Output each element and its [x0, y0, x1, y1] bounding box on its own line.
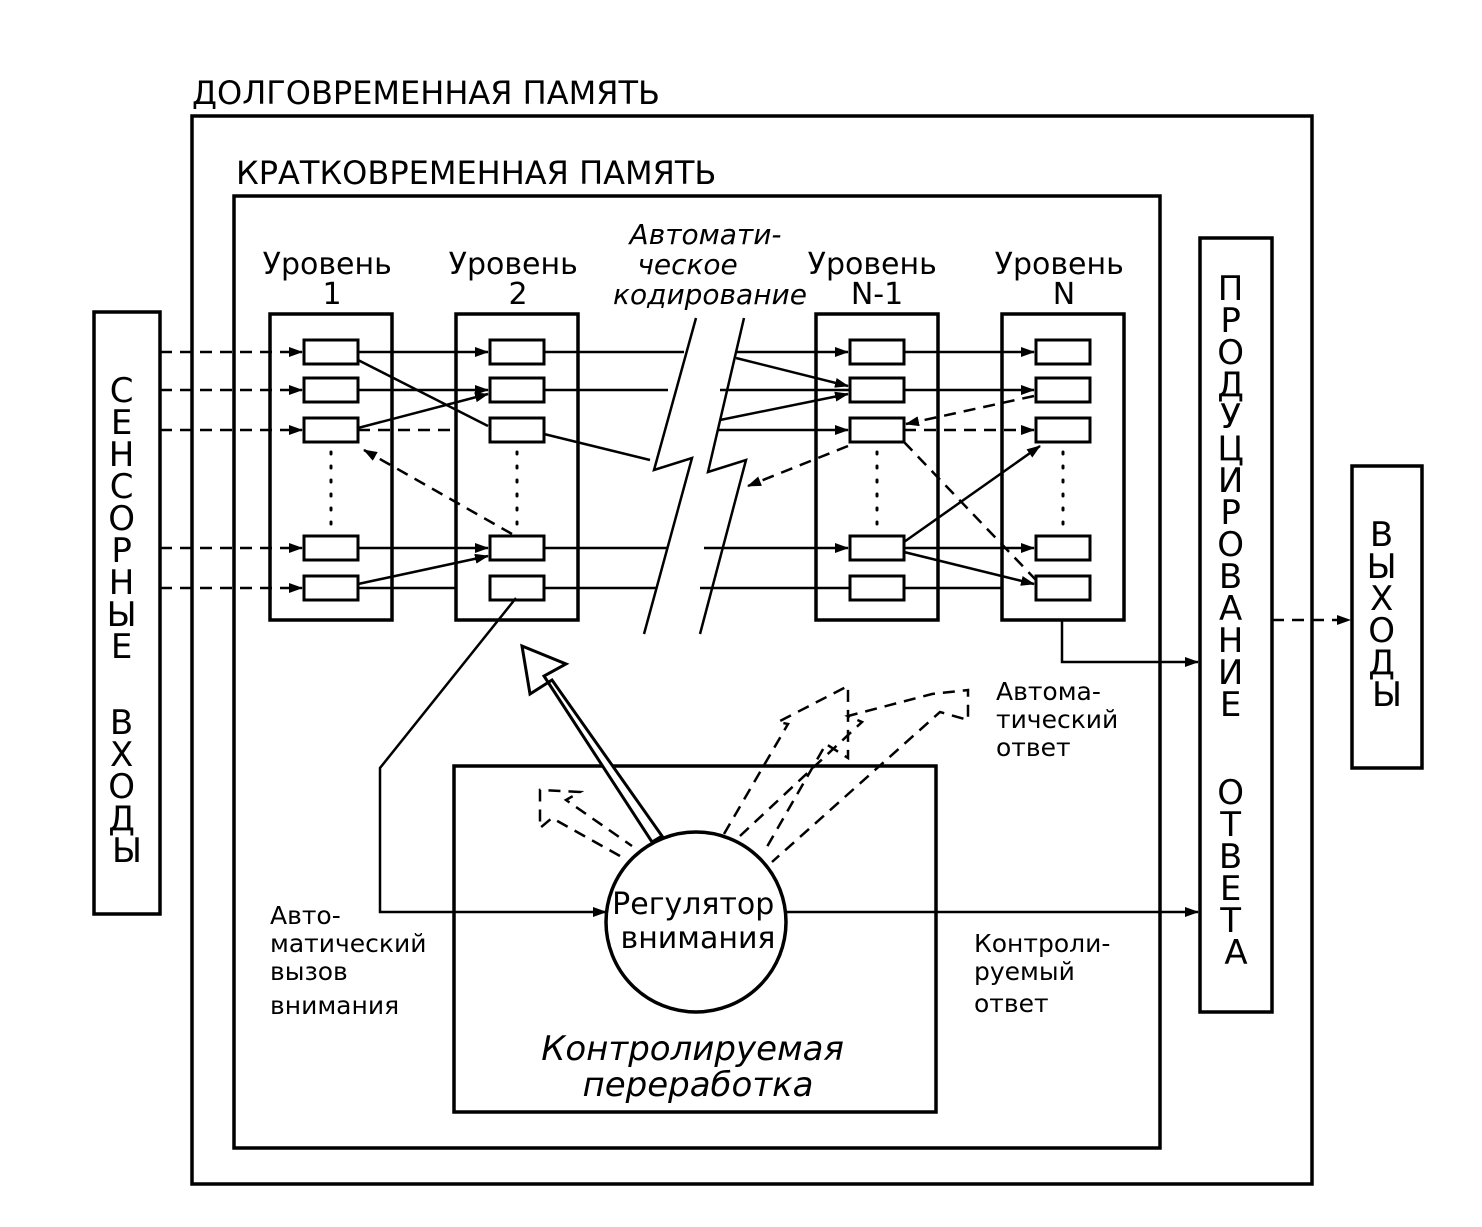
- level-n-minus-1-node: [848, 376, 906, 404]
- connection-line: [357, 358, 489, 428]
- outputs-box: [1350, 464, 1424, 770]
- connection-arrow: [357, 553, 489, 586]
- automatic-attention-call-arrow: [378, 597, 607, 917]
- level-1-label: Уровень 1: [263, 247, 402, 312]
- feedback-dashed-arrow: [363, 448, 513, 536]
- connection-line: [543, 432, 651, 462]
- feedback-dashed-arrow: [905, 394, 1035, 427]
- attention-regulator: [604, 830, 788, 1014]
- attention-regulator-label: Регулятор внимания: [612, 887, 784, 956]
- level-1-node: [302, 376, 360, 404]
- level-n-to-response-arrow: [1060, 620, 1199, 667]
- sensory-inputs-label: С Е Н С О Р Н Ы Е В Х О Д Ы: [107, 371, 148, 871]
- level-2-node: [488, 534, 546, 562]
- connection-arrow: [357, 392, 489, 430]
- controlled-response-label: Контроли- руемый ответ: [974, 929, 1118, 1018]
- level-2-node: [488, 338, 546, 366]
- automatic-response-label: Автома- тический ответ: [996, 677, 1126, 762]
- connection-dashed: [903, 441, 1037, 581]
- dashed-hollow-arrow: [538, 788, 633, 858]
- sensory-inputs-box: [92, 310, 162, 916]
- level-n-node: [1034, 338, 1092, 366]
- automatic-attention-call-label: Авто- матический вызов внимания: [270, 901, 434, 1020]
- level-2-node: [488, 376, 546, 404]
- level-n-minus-1-node: [848, 574, 906, 602]
- feedback-dashed-arrow: [747, 444, 849, 488]
- level-n-minus-1-node: [848, 338, 906, 366]
- connection-arrow: [719, 391, 849, 422]
- level-2-label: Уровень 2: [449, 247, 588, 312]
- automatic-coding-label: Автомати- ческое кодирование: [613, 218, 807, 311]
- level-n-node: [1034, 416, 1092, 444]
- long-term-memory-title: ДОЛГОВРЕМЕННАЯ ПАМЯТЬ: [192, 74, 660, 112]
- level-n-minus-1-node: [848, 534, 906, 562]
- level-2-node: [488, 574, 546, 602]
- dashed-hollow-arrow: [739, 688, 970, 863]
- dashed-hollow-arrow: [722, 683, 850, 853]
- controlled-processing-label: Контролируемая переработка: [541, 1029, 855, 1105]
- level-n-minus-1-node: [848, 416, 906, 444]
- response-production-label: П Р О Д У Ц И Р О В А Н И Е О Т В Е Т А: [1217, 269, 1255, 973]
- level-1-node: [302, 416, 360, 444]
- level-1-node: [302, 338, 360, 366]
- level-1-node: [302, 534, 360, 562]
- level-1-node: [302, 574, 360, 602]
- automatic-coding-break-left: [642, 317, 698, 635]
- connection-arrow: [903, 550, 1035, 586]
- level-n-node: [1034, 534, 1092, 562]
- level-n-label: Уровень N: [995, 247, 1134, 312]
- response-production-box: [1198, 236, 1274, 1014]
- level-n-minus-1-label: Уровень N-1: [808, 247, 947, 312]
- level-2-node: [488, 416, 546, 444]
- level-n-node: [1034, 376, 1092, 404]
- short-term-memory-title: КРАТКОВРЕМЕННАЯ ПАМЯТЬ: [236, 154, 716, 192]
- attention-allocation-arrow: [520, 643, 665, 845]
- connection-arrow: [903, 444, 1041, 544]
- outputs-label: В Ы Х О Д Ы: [1367, 515, 1408, 715]
- connection-arrow: [735, 356, 849, 388]
- level-n-node: [1034, 574, 1092, 602]
